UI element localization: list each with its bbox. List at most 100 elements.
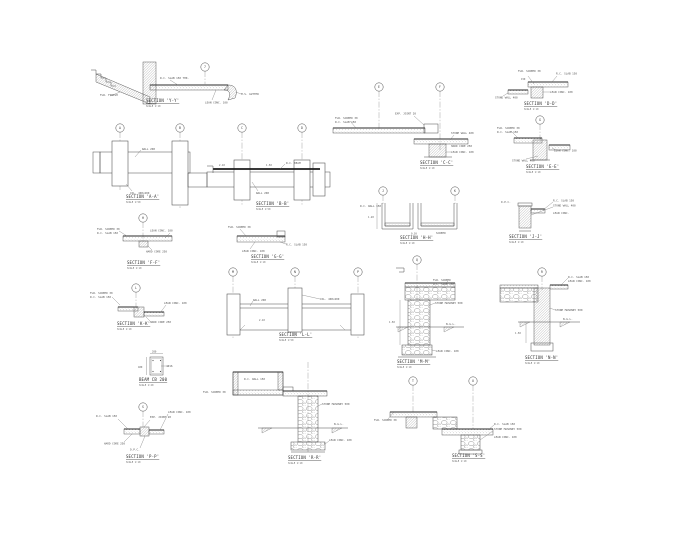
grid-bubble-label: B bbox=[179, 126, 181, 130]
detail-stepped-stone-foundation: T U FLR. SCREED 30 R.C. SLAB 150 STONE M… bbox=[374, 376, 522, 463]
dimension-label: 1.50 bbox=[515, 332, 521, 335]
dimension-label: 150 bbox=[521, 78, 526, 81]
note: FLR. SCREED bbox=[433, 278, 451, 282]
note: R.C. SLAB 150 bbox=[433, 282, 454, 286]
detail-scale: SCALE 1:10 bbox=[117, 328, 132, 331]
grid-bubble-label: N bbox=[294, 270, 296, 274]
detail-title: SECTION 'B-B' bbox=[256, 201, 289, 206]
note: LEAN CONC. 100 bbox=[550, 90, 573, 94]
detail-title: SECTION 'C-C' bbox=[420, 160, 453, 165]
detail-title: SECTION 'L-L' bbox=[279, 332, 312, 337]
grid-bubble-label: P bbox=[357, 270, 359, 274]
grid-bubble-icon: F bbox=[435, 82, 445, 150]
grid-bubble-icon: H bbox=[138, 213, 148, 243]
detail-slab-curb-section: FLR. SCREED 30 R.C. SLAB 150 LEAN CONC. … bbox=[228, 225, 307, 264]
note: R.C. SLAB 150 bbox=[90, 295, 111, 299]
grid-bubble-label: D bbox=[301, 126, 303, 130]
detail-slab-joint-upper-right: FLR. SCREED 30 R.C. SLAB 150 LEAN CONC. … bbox=[495, 69, 577, 111]
detail-expansion-joint-section: FLR. SCREED 30 S R.C. SLAB 150 EXP. JOIN… bbox=[96, 390, 226, 464]
ground-hatch-icon bbox=[519, 321, 531, 328]
note: STONE MASONRY 500 bbox=[494, 427, 522, 431]
grid-bubble-icon: N bbox=[290, 267, 300, 338]
grid-bubble-label: K bbox=[454, 189, 456, 193]
detail-title: SECTION 'M-M' bbox=[397, 359, 430, 364]
detail-title: SECTION 'N-N' bbox=[525, 355, 558, 360]
dimension-label: 2.10 bbox=[219, 164, 225, 167]
note: EXP. JOINT 20 bbox=[150, 415, 171, 419]
note: R.C. SLAB 150 bbox=[553, 199, 574, 203]
dimension-label: 1.50 bbox=[266, 164, 272, 167]
note: N.G.L. bbox=[563, 317, 573, 321]
grid-bubble-label: U bbox=[472, 379, 474, 383]
note: STONE MASONRY 500 bbox=[322, 402, 350, 406]
note: LEAN CONC. 100 bbox=[451, 150, 474, 154]
grid-bubble-label: F bbox=[439, 85, 441, 89]
note: LEAN CONC. 100 bbox=[329, 438, 352, 442]
note: R.C. SLAB 150 bbox=[335, 120, 356, 124]
grid-bubble-icon: 7 bbox=[200, 62, 210, 85]
detail-title: SECTION 'R-R' bbox=[288, 455, 321, 460]
detail-duct-channels-section: J K 1.20 0.30 R.C. WALL 150 SCREED SECTI… bbox=[360, 186, 460, 245]
note: EXP. JOINT 20 bbox=[395, 112, 416, 116]
detail-title: SECTION 'F-F' bbox=[127, 260, 160, 265]
note: R.C. BEAM bbox=[286, 161, 301, 165]
grid-bubble-icon: E bbox=[374, 82, 384, 130]
note: R.C. WALL 150 bbox=[360, 204, 381, 208]
dimension-label: 200 bbox=[152, 351, 157, 354]
grid-bubble-label: Q bbox=[416, 258, 418, 262]
detail-wall-plan-bb: C D 2.10 1.50 R.C. BEAM WALL 200 SECTION… bbox=[206, 123, 331, 211]
detail-scale: SCALE 1:10 bbox=[526, 171, 541, 174]
grid-bubble-label: J bbox=[382, 189, 384, 193]
detail-scale: SCALE 1:10 bbox=[397, 366, 412, 369]
dimension-label: 0.30 bbox=[411, 233, 417, 236]
grid-bubble-label: A bbox=[119, 126, 121, 130]
grid-bubble-label: M bbox=[232, 270, 234, 274]
detail-scale: SCALE 1:10 bbox=[146, 105, 161, 108]
detail-stepped-slab-section: L FLR. SCREED 30 R.C. SLAB 150 LEAN CONC… bbox=[90, 283, 187, 331]
note: HARD CORE 250 bbox=[146, 250, 167, 254]
note: 4Ø16 bbox=[166, 363, 173, 368]
detail-scale: SCALE 1:10 bbox=[452, 460, 467, 463]
detail-title: SECTION 'Y-Y' bbox=[146, 98, 179, 103]
note: HARD CORE 250 bbox=[104, 442, 125, 446]
detail-scale: SCALE 1:10 bbox=[400, 242, 415, 245]
dimension-label: 1.20 bbox=[368, 216, 374, 219]
detail-scale: SCALE 1:10 bbox=[525, 362, 540, 365]
detail-scale: SCALE 1:10 bbox=[126, 461, 141, 464]
note: R.C. SLAB 150 bbox=[556, 72, 577, 76]
detail-slab-on-grade-left: H FLR. SCREED 30 R.C. SLAB 150 LEAN CONC… bbox=[97, 213, 173, 270]
detail-scale: SCALE 1:10 bbox=[420, 167, 435, 170]
note: LEAN CONC. 100 bbox=[494, 435, 517, 439]
ground-hatch-icon bbox=[331, 427, 343, 434]
note: LEAN CONC. 100 bbox=[242, 249, 265, 253]
note: FLR. FINISH bbox=[100, 93, 118, 97]
detail-title: SECTION 'J-J' bbox=[509, 234, 542, 239]
dimension-label: 2.10 bbox=[259, 319, 265, 322]
note: LEAN CONC. 100 bbox=[150, 229, 173, 233]
note: FLR. SCREED 30 bbox=[335, 116, 358, 120]
note: FLR. SCREED 30 bbox=[90, 291, 113, 295]
note: STONE MASONRY 500 bbox=[435, 301, 463, 305]
detail-stair-edge-section: 7 FLR. FINISH R.C. SLAB 150 THK. M.S. GU… bbox=[91, 61, 259, 108]
detail-stone-foundation-right: R 1.50 R.C. SLAB 150 LEAN CONC. 100 STON… bbox=[499, 267, 591, 365]
detail-scale: SCALE 1:10 bbox=[509, 241, 524, 244]
grid-bubble-icon: U bbox=[468, 376, 478, 429]
grid-bubble-icon: T bbox=[408, 376, 418, 412]
note: M.S. GUTTER bbox=[241, 92, 259, 96]
grid-bubble-label: E bbox=[378, 85, 380, 89]
detail-scale: SCALE 1:20 bbox=[139, 384, 154, 387]
detail-slab-joint-lower-right: G FLR. SCREED 30 R.C. SLAB 150 LEAN CONC… bbox=[497, 115, 577, 174]
note: HARD CORE 250 bbox=[451, 144, 472, 148]
note: R.C. SLAB 150 bbox=[568, 275, 589, 279]
detail-scale: SCALE 1:10 bbox=[524, 108, 539, 111]
grid-bubble-label: T bbox=[412, 379, 414, 383]
note: WALL 200 bbox=[253, 298, 266, 302]
detail-scale: SCALE 1:10 bbox=[251, 261, 266, 264]
note: FLR. SCREED 30 bbox=[518, 69, 541, 73]
note: LEAN CONC. 100 bbox=[205, 101, 228, 105]
grid-bubble-label: G bbox=[539, 118, 541, 122]
grid-bubble-icon: J bbox=[378, 186, 388, 205]
note: R.C. WALL 150 bbox=[244, 377, 265, 381]
note: STONE MASONRY 500 bbox=[555, 308, 583, 312]
